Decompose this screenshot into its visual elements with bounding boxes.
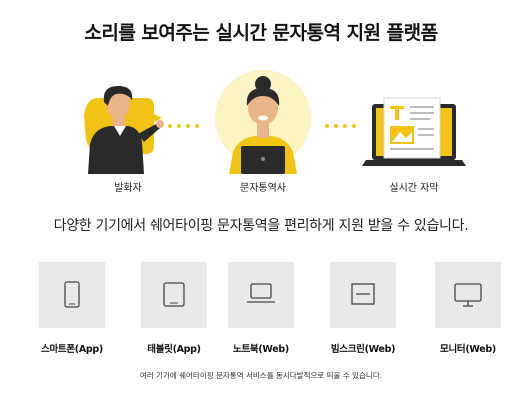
device-tile — [141, 262, 207, 328]
smartphone-icon — [64, 281, 80, 308]
projector-screen-icon — [351, 283, 375, 305]
device-list: 스마트폰(App) 태블릿(App) 노트북(Web) — [0, 262, 522, 357]
device-label: 노트북(Web) — [233, 344, 289, 355]
speaker-illustration-icon — [84, 86, 164, 174]
live-caption-illustration-icon — [362, 97, 466, 166]
device-item-smartphone: 스마트폰(App) — [27, 262, 117, 357]
device-tile — [39, 262, 105, 328]
device-label: 모니터(Web) — [440, 344, 496, 355]
interpretation-flow: 발화자 문자통역사 — [0, 62, 522, 197]
device-item-tablet: 태블릿(App) — [129, 262, 219, 357]
device-label: 빔스크린(Web) — [330, 344, 396, 355]
flow-step-label: 발화자 — [114, 183, 142, 194]
flow-step-interpreter: 문자통역사 — [203, 62, 323, 197]
flow-arrow-dots — [325, 122, 365, 130]
device-item-monitor: 모니터(Web) — [423, 262, 513, 357]
tablet-icon — [163, 282, 185, 307]
laptop-icon — [247, 283, 275, 303]
device-tile — [228, 262, 294, 328]
monitor-icon — [454, 283, 482, 307]
footnote: 여러 기기에 쉐어타이핑 문자통역 서비스를 동시다발적으로 띄울 수 있습니다… — [139, 371, 383, 380]
device-tile — [330, 262, 396, 328]
device-label: 태블릿(App) — [147, 344, 201, 355]
flow-step-speaker: 발화자 — [68, 62, 188, 197]
flow-arrow-dots — [168, 122, 208, 130]
device-tile — [435, 262, 501, 328]
flow-step-label: 실시간 자막 — [389, 183, 439, 194]
interpreter-illustration-icon — [215, 70, 311, 174]
device-item-projector-screen: 빔스크린(Web) — [318, 262, 408, 357]
flow-step-label: 문자통역사 — [240, 183, 286, 194]
device-item-laptop: 노트북(Web) — [216, 262, 306, 357]
page-title: 소리를 보여주는 실시간 문자통역 지원 플랫폼 — [84, 22, 438, 44]
flow-step-live-caption: 실시간 자막 — [354, 62, 474, 197]
device-label: 스마트폰(App) — [41, 344, 103, 355]
page-subtitle: 다양한 기기에서 쉐어타이핑 문자통역을 편리하게 지원 받을 수 있습니다. — [53, 218, 469, 234]
